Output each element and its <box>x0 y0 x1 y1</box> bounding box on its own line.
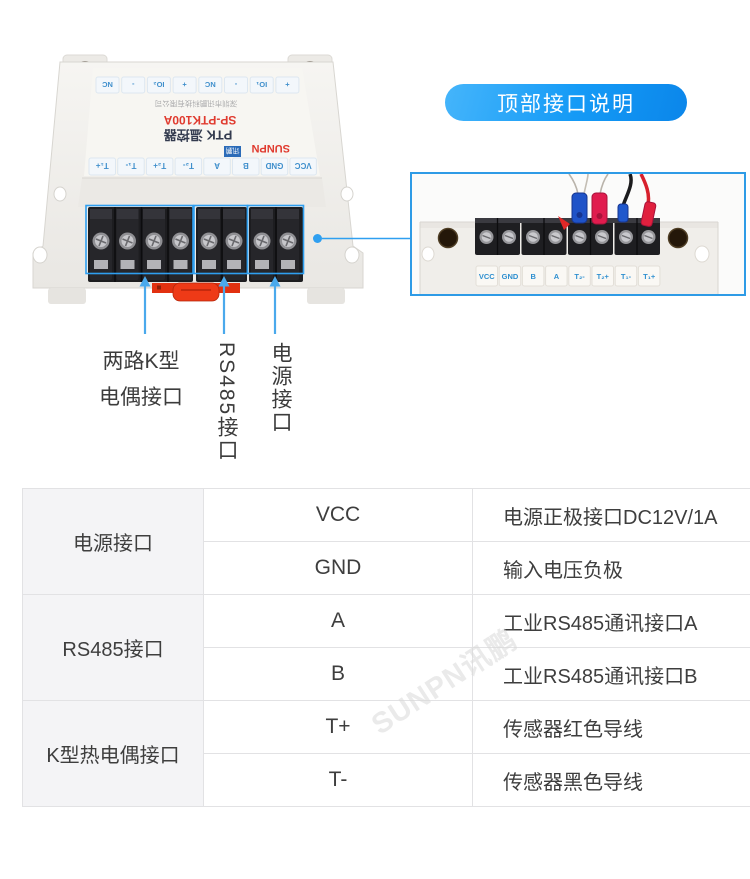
device-top-terminal-label: NC <box>204 80 215 89</box>
case-screw <box>437 227 459 249</box>
table-pin: VCC <box>203 488 473 542</box>
terminal-blocks <box>88 207 303 282</box>
table-pin: T- <box>203 753 473 807</box>
device-model-text: SP-PTK100A <box>163 113 236 127</box>
label-rs485: RS485接口 <box>215 342 238 463</box>
photo-terminal-label: GND <box>502 272 519 281</box>
table-pin: T+ <box>203 700 473 754</box>
device-top-label-row: NC - IO₂ + NC - IO₁ + <box>95 76 300 94</box>
photo-terminal-blocks <box>475 218 660 255</box>
pointer-arrows <box>139 276 281 334</box>
photo-label-strip: VCC GND B A T₂- T₂+ T₁- T₁+ <box>475 265 661 287</box>
device-bottom-terminal-label: T₂+ <box>153 161 166 170</box>
photo-terminal-label: T₂+ <box>597 272 610 281</box>
leader-dot <box>313 234 322 243</box>
annotation-box-power <box>246 204 305 275</box>
table-group-rs485: RS485接口 <box>22 594 204 701</box>
terminal-screws <box>92 232 297 250</box>
red-crimp-terminal <box>591 192 608 225</box>
brand-cn-text: 讯鹏 <box>226 147 240 156</box>
photo-terminal-label: VCC <box>479 272 495 281</box>
label-thermocouple-line2: 电偶接口 <box>99 386 183 409</box>
photo-wires <box>558 174 657 230</box>
table-desc: 传感器黑色导线 <box>472 753 750 807</box>
din-rail-clip <box>152 282 240 302</box>
device-bottom-terminal-label: VCC <box>295 161 312 170</box>
table-group-thermocouple: K型热电偶接口 <box>22 700 204 807</box>
table-pin: GND <box>203 541 473 595</box>
small-red-crimp <box>640 201 657 227</box>
table-row: 电源接口 VCC 电源正极接口DC12V/1A <box>22 488 750 595</box>
terminal-detail-photo: VCC GND B A T₂- T₂+ T₁- T₁+ <box>410 172 746 296</box>
photo-terminal-label: T₁- <box>621 272 632 281</box>
annotation-box-thermocouple <box>85 204 194 275</box>
device-bottom-terminal-label: T₂- <box>183 161 194 170</box>
device-bottom-terminal-label: T₁+ <box>96 161 109 170</box>
device-top-terminal-label: NC <box>102 80 113 89</box>
red-wire-tip <box>558 216 570 230</box>
brand-logo: SUNPN 讯鹏 <box>224 142 290 157</box>
device-top-terminal-label: - <box>131 80 134 89</box>
table-pin: B <box>203 647 473 701</box>
callout-pill: 顶部接口说明 <box>445 84 687 121</box>
table-group-power: 电源接口 <box>22 488 204 595</box>
photo-terminal-label: B <box>530 272 536 281</box>
device-photo: NC - IO₂ + NC - IO₁ + 深圳市讯鹏科技有限公司 SP-PTK… <box>32 54 415 334</box>
table-row: RS485接口 A 工业RS485通讯接口A <box>22 594 750 701</box>
blue-crimp-terminal <box>571 192 588 224</box>
device-top-terminal-label: IO₂ <box>153 80 164 89</box>
table-desc: 输入电压负极 <box>472 541 750 595</box>
device-top-terminal-label: - <box>234 80 237 89</box>
device-bottom-terminal-label: B <box>243 161 249 170</box>
table-pin: A <box>203 594 473 648</box>
label-thermocouple: 两路K型 电偶接口 <box>84 344 198 416</box>
table-row: T- 传感器黑色导线 <box>23 753 750 807</box>
device-bottom-terminal-label: T₁- <box>125 161 136 170</box>
label-thermocouple-line1: 两路K型 <box>102 350 180 373</box>
device-company-text: 深圳市讯鹏科技有限公司 <box>155 99 238 109</box>
table-desc: 电源正极接口DC12V/1A <box>472 488 750 542</box>
table-row: GND 输入电压负极 <box>23 541 750 595</box>
device-top-terminal-label: + <box>182 80 187 89</box>
device-top-terminal-label: IO₁ <box>256 80 267 89</box>
black-wire <box>621 174 633 207</box>
terminal-spec-table: 电源接口 VCC 电源正极接口DC12V/1A GND 输入电压负极 RS485… <box>22 488 750 807</box>
device-bottom-terminal-label: A <box>214 161 220 170</box>
small-blue-crimp <box>617 203 629 223</box>
photo-terminal-label: A <box>554 272 560 281</box>
callout-label: 顶部接口说明 <box>497 92 635 116</box>
device-bottom-terminal-label: GND <box>265 161 283 170</box>
table-desc: 工业RS485通讯接口B <box>472 647 750 701</box>
photo-terminal-label: T₁+ <box>643 272 656 281</box>
label-power: 电源接口 <box>269 342 292 434</box>
table-desc: 工业RS485通讯接口A <box>472 594 750 648</box>
device-top-terminal-label: + <box>285 80 290 89</box>
device-product-text: PTK 温控器 <box>163 128 233 143</box>
device-bottom-label-row: T₁+ T₁- T₂+ T₂- A B GND VCC <box>88 157 317 176</box>
table-row: B 工业RS485通讯接口B <box>23 647 750 701</box>
case-screw <box>667 227 689 249</box>
table-desc: 传感器红色导线 <box>472 700 750 754</box>
brand-latin-text: SUNPN <box>251 142 290 154</box>
photo-terminal-label: T₂- <box>574 272 585 281</box>
table-row: K型热电偶接口 T+ 传感器红色导线 <box>22 700 750 807</box>
annotation-boxes <box>85 204 305 275</box>
